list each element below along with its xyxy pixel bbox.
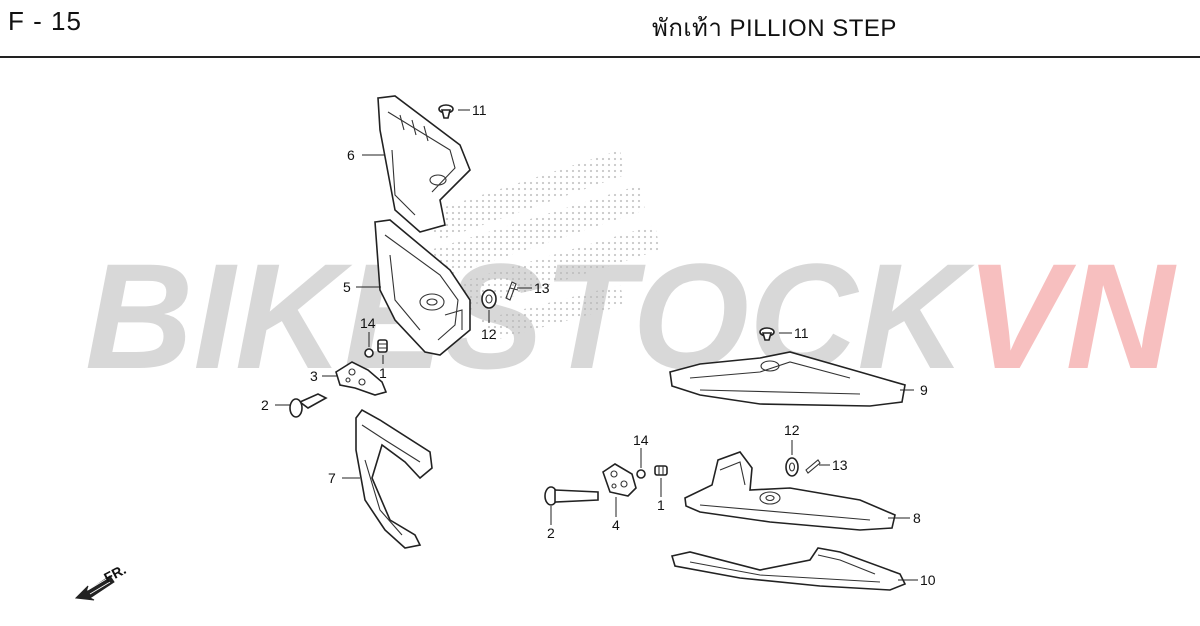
- page-code: F - 15: [8, 6, 82, 36]
- part-13-clip-right: [805, 459, 821, 474]
- part-2-pin-left: [289, 393, 328, 418]
- callout-5: 5: [343, 279, 351, 295]
- callout-12-right: 12: [784, 422, 800, 438]
- part-8-bracket: [684, 451, 896, 531]
- part-1-spring-left: [377, 339, 388, 353]
- background-wing-logo: [420, 150, 660, 340]
- callout-2-right: 2: [547, 525, 555, 541]
- part-10-step: [670, 547, 907, 591]
- callout-13-right: 13: [832, 457, 848, 473]
- callout-3: 3: [310, 368, 318, 384]
- part-12-washer-right: [785, 457, 799, 477]
- part-2-pin-right: [544, 486, 599, 506]
- part-6-cover: [377, 95, 471, 233]
- callout-12: 12: [481, 326, 497, 342]
- callout-4: 4: [612, 517, 620, 533]
- callout-7: 7: [328, 470, 336, 486]
- part-11-screw-upper: [438, 104, 454, 119]
- callout-labels: 11 6 5 13 12 14 1 3 2 7 11 9 12 13 14 1 …: [261, 102, 936, 588]
- callout-1: 1: [379, 365, 387, 381]
- callout-8: 8: [913, 510, 921, 526]
- callout-1-right: 1: [657, 497, 665, 513]
- callout-2: 2: [261, 397, 269, 413]
- part-9-cover: [669, 351, 906, 407]
- callout-6: 6: [347, 147, 355, 163]
- callout-11: 11: [472, 102, 487, 118]
- part-3-plate: [335, 361, 388, 396]
- callout-14-right: 14: [633, 432, 649, 448]
- page-title: พักเท้า PILLION STEP: [652, 15, 897, 42]
- part-4-plate: [602, 463, 637, 497]
- leader-lines: [275, 109, 918, 581]
- part-5-bracket: [374, 219, 471, 356]
- watermark-text-main: BIKESTOCKVN: [85, 232, 1177, 400]
- callout-13: 13: [534, 280, 550, 296]
- callout-9: 9: [920, 382, 928, 398]
- callout-14: 14: [360, 315, 376, 331]
- part-14-washer-left: [364, 348, 374, 358]
- part-13-clip-upper: [505, 281, 519, 301]
- callout-11-right: 11: [794, 325, 809, 341]
- part-14-washer-right: [636, 469, 646, 479]
- front-direction-arrow-icon: [74, 575, 115, 601]
- part-11-screw-lower: [759, 327, 775, 341]
- part-1-spring-right: [654, 465, 668, 476]
- header-divider: [0, 56, 1200, 58]
- part-7-step-arm: [355, 408, 433, 549]
- callout-10: 10: [920, 572, 936, 588]
- part-12-washer-upper: [481, 289, 497, 309]
